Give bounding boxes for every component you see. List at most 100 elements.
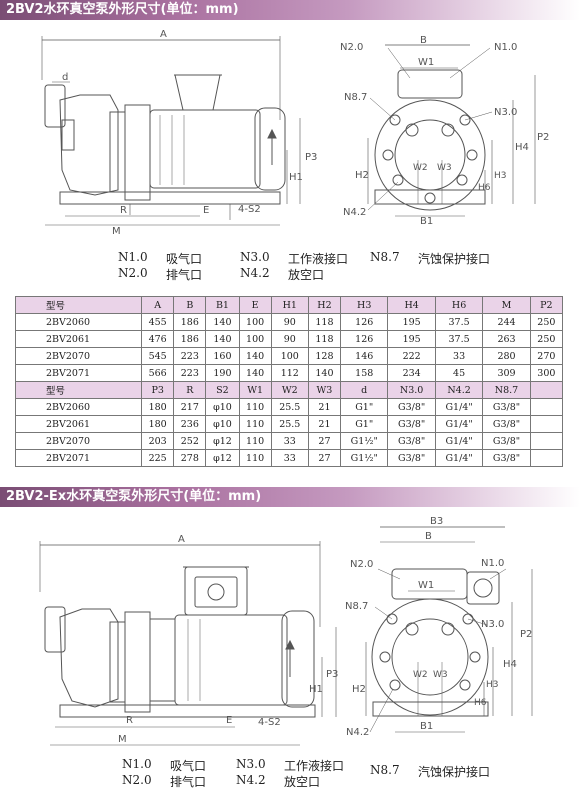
table-cell: G1½": [340, 432, 389, 450]
table-cell: G3/8": [482, 432, 531, 450]
table-cell: 186: [173, 330, 207, 348]
legend-desc-n87: 汽蚀保护接口: [418, 252, 491, 266]
table-cell: 100: [238, 313, 272, 331]
dim-label-R: R: [120, 205, 127, 216]
table-cell: G3/8": [387, 398, 436, 416]
table-cell: 186: [173, 313, 207, 331]
legend-2bv2: N1.0 吸气口 N3.0 工作液接口 N8.7 汽蚀保护接口 N2.0 排气口…: [118, 250, 558, 282]
table-cell: 100: [238, 330, 272, 348]
table-cell: 2BV2061: [14, 330, 143, 348]
dim-label-R-ex: R: [126, 715, 133, 726]
legend-code-n42: N4.2: [240, 266, 270, 280]
table-cell: 37.5: [434, 330, 484, 348]
table-cell: G1": [340, 415, 389, 433]
table-cell: 110: [238, 398, 272, 416]
table-cell: 112: [270, 364, 309, 382]
table-cell: 21: [307, 415, 342, 433]
dim-label-H3: H3: [494, 171, 507, 181]
table-cell: 33: [270, 432, 309, 450]
legend-ex-desc-n20: 排气口: [170, 775, 207, 789]
table-cell: B: [173, 296, 207, 314]
table-cell: W2: [270, 381, 309, 399]
label-N1.0-ex: N1.0: [481, 558, 504, 569]
table-cell: 309: [482, 364, 531, 382]
table-cell: 110: [238, 449, 272, 467]
legend-code-n10: N1.0: [118, 250, 148, 264]
legend-ex-code-n10: N1.0: [122, 757, 152, 771]
table-cell: φ10: [205, 415, 240, 433]
table-cell: H3: [340, 296, 389, 314]
table-cell: N8.7: [482, 381, 531, 399]
table-cell: E: [238, 296, 272, 314]
table-cell: 128: [307, 347, 342, 365]
legend-desc-n10: 吸气口: [166, 252, 203, 266]
dim-label-W1-ex: W1: [418, 580, 434, 591]
label-N4.2: N4.2: [343, 207, 366, 218]
dim-label-H6-ex: H6: [474, 698, 487, 708]
dim-label-E-ex: E: [226, 715, 232, 726]
table-cell: 545: [141, 347, 175, 365]
legend-ex-desc-n10: 吸气口: [170, 759, 207, 773]
label-N3.0-ex: N3.0: [481, 619, 504, 630]
dim-label-W1: W1: [418, 57, 434, 68]
table-cell: φ12: [205, 432, 240, 450]
legend-ex-desc-n87: 汽蚀保护接口: [418, 765, 491, 779]
table-cell: 250: [529, 313, 564, 331]
table-cell-empty: [529, 381, 564, 399]
table-cell: G1½": [340, 449, 389, 467]
table-cell: 100: [270, 347, 309, 365]
dim-label-W3-ex: W3: [433, 670, 448, 680]
table-cell: 180: [141, 398, 175, 416]
table-cell-empty: [529, 432, 564, 450]
table-cell-empty: [529, 449, 564, 467]
dim-label-P2: P2: [537, 132, 549, 143]
label-N2.0-ex: N2.0: [350, 559, 373, 570]
dim-label-M: M: [112, 226, 121, 237]
legend-ex-code-n87: N8.7: [370, 763, 400, 777]
table-cell: 2BV2071: [14, 364, 143, 382]
table-cell: R: [173, 381, 207, 399]
table-cell: S2: [205, 381, 240, 399]
table-cell: G3/8": [387, 449, 436, 467]
table-cell: 126: [340, 313, 389, 331]
dim-label-H1: H1: [289, 172, 303, 183]
table-cell: 263: [482, 330, 531, 348]
table-cell: d: [340, 381, 389, 399]
table-cell: 234: [387, 364, 436, 382]
section-title-2bv2-ex: 2BV2-Ex水环真空泵外形尺寸(单位：mm): [0, 487, 580, 507]
table-cell: φ10: [205, 398, 240, 416]
label-N2.0: N2.0: [340, 42, 363, 53]
table-cell: G3/8": [482, 449, 531, 467]
side-view-2bv2: A d R M E 4-S2 P3 H1: [41, 29, 317, 237]
table-cell: 195: [387, 313, 436, 331]
table-cell: H6: [434, 296, 484, 314]
table-cell: 37.5: [434, 313, 484, 331]
table-cell-empty: [529, 415, 564, 433]
label-N3.0: N3.0: [494, 107, 517, 118]
table-cell: 236: [173, 415, 207, 433]
legend-code-n87: N8.7: [370, 250, 400, 264]
table-cell: 158: [340, 364, 389, 382]
table-cell: 33: [434, 347, 484, 365]
table-cell: 300: [529, 364, 564, 382]
dim-label-H4-ex: H4: [503, 659, 517, 670]
table-cell: 140: [205, 330, 240, 348]
dim-label-M-ex: M: [118, 734, 127, 745]
table-cell: 110: [238, 432, 272, 450]
table-cell: 2BV2070: [14, 347, 143, 365]
table-cell: G1/4": [434, 449, 484, 467]
table-cell: 110: [238, 415, 272, 433]
legend-ex-code-n20: N2.0: [122, 773, 152, 787]
table-cell: 476: [141, 330, 175, 348]
label-N8.7-ex: N8.7: [345, 601, 368, 612]
section-title-2bv2: 2BV2水环真空泵外形尺寸(单位：mm): [0, 0, 580, 20]
table-cell: 223: [173, 347, 207, 365]
legend-ex-code-n42: N4.2: [236, 773, 266, 787]
table-cell: 455: [141, 313, 175, 331]
legend-desc-n30: 工作液接口: [288, 252, 349, 266]
